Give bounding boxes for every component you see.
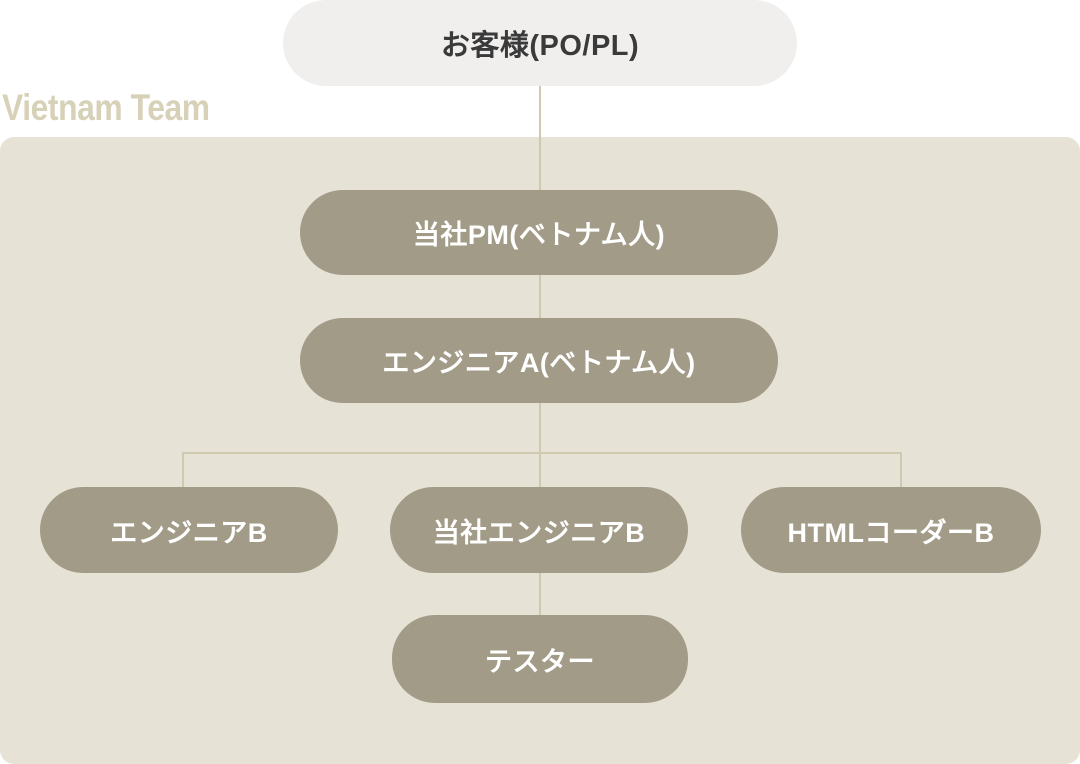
- connector-customer-pm: [539, 86, 541, 190]
- node-pm: 当社PM(ベトナム人): [300, 190, 778, 275]
- connector-branch-horizontal: [182, 452, 902, 454]
- node-tester: テスター: [392, 615, 688, 703]
- node-company-engineer-b: 当社エンジニアB: [390, 487, 688, 573]
- connector-branch-engineer-b: [182, 452, 184, 487]
- connector-company-engineer-b-tester: [539, 573, 541, 615]
- node-engineer-a: エンジニアA(ベトナム人): [300, 318, 778, 403]
- team-label: Vietnam Team: [2, 87, 210, 128]
- node-html-coder-b: HTMLコーダーB: [741, 487, 1041, 573]
- connector-pm-engineer-a: [539, 275, 541, 318]
- connector-branch-html-coder-b: [900, 452, 902, 487]
- node-engineer-b: エンジニアB: [40, 487, 338, 573]
- node-customer: お客様(PO/PL): [283, 0, 797, 86]
- connector-engineer-a-branch: [539, 403, 541, 487]
